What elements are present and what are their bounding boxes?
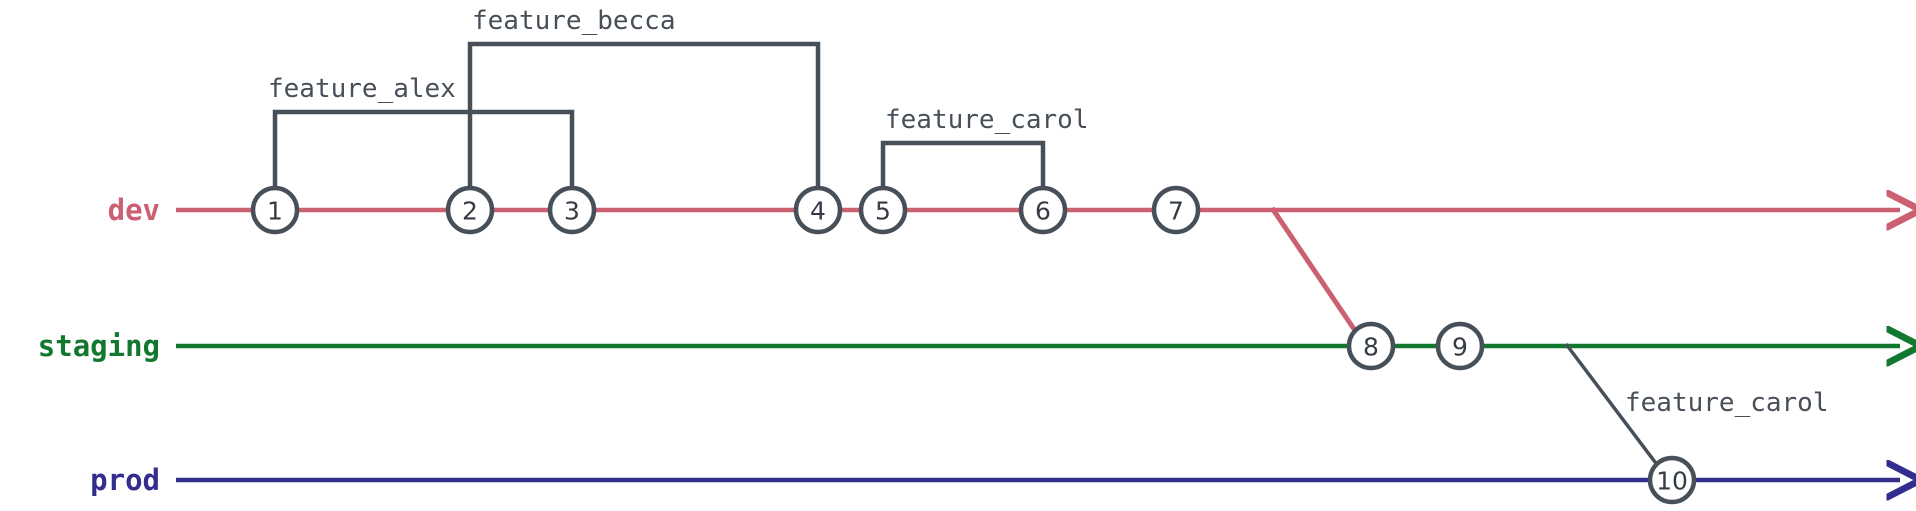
feature-label-feature_alex: feature_alex <box>268 74 456 104</box>
commit-circle-6[interactable] <box>1018 185 1068 235</box>
commit-node-group: 1 2 3 4 5 6 7 8 9 10 <box>250 185 1697 505</box>
feature-label-feature_becca: feature_becca <box>472 6 676 36</box>
feature-label-feature_carol: feature_carol <box>885 105 1089 135</box>
commit-circle-10[interactable] <box>1647 455 1697 505</box>
commit-node-10[interactable]: 10 <box>1647 455 1697 505</box>
commit-node-2[interactable]: 2 <box>445 185 495 235</box>
commit-number-6: 6 <box>1035 197 1051 226</box>
branch-label-staging: staging <box>37 329 160 363</box>
commit-number-9: 9 <box>1452 333 1468 362</box>
commit-node-9[interactable]: 9 <box>1435 321 1485 371</box>
branch-label-dev: dev <box>107 193 160 227</box>
commit-node-8[interactable]: 8 <box>1346 321 1396 371</box>
feature-bracket-group <box>272 41 1046 188</box>
commit-number-4: 4 <box>810 197 826 226</box>
branch-lines-group <box>176 210 1900 480</box>
commit-circle-5[interactable] <box>858 185 908 235</box>
commit-number-1: 1 <box>267 197 283 226</box>
branch-label-prod: prod <box>90 463 160 497</box>
merge-edge-group <box>1269 206 1660 468</box>
merge-label-staging-to-prod: feature_carol <box>1625 388 1829 418</box>
feature-bracket-feature_alex <box>272 109 575 188</box>
commit-node-5[interactable]: 5 <box>858 185 908 235</box>
feature-bracket-feature_becca <box>467 41 821 188</box>
feature-bracket-feature_carol <box>880 140 1046 188</box>
commit-circle-4[interactable] <box>793 185 843 235</box>
commit-number-7: 7 <box>1168 197 1184 226</box>
commit-node-1[interactable]: 1 <box>250 185 300 235</box>
commit-circle-8[interactable] <box>1346 321 1396 371</box>
commit-circle-7[interactable] <box>1151 185 1201 235</box>
commit-node-3[interactable]: 3 <box>547 185 597 235</box>
commit-circle-9[interactable] <box>1435 321 1485 371</box>
commit-circle-3[interactable] <box>547 185 597 235</box>
commit-node-6[interactable]: 6 <box>1018 185 1068 235</box>
commit-number-3: 3 <box>564 197 580 226</box>
commit-node-4[interactable]: 4 <box>793 185 843 235</box>
merge-edge-dev-to-staging <box>1269 206 1359 334</box>
merge-edge-staging-to-prod <box>1564 342 1660 468</box>
commit-number-8: 8 <box>1363 333 1379 362</box>
commit-number-10: 10 <box>1656 467 1688 496</box>
commit-circle-1[interactable] <box>250 185 300 235</box>
commit-number-5: 5 <box>875 197 891 226</box>
commit-circle-2[interactable] <box>445 185 495 235</box>
commit-number-2: 2 <box>462 197 478 226</box>
commit-node-7[interactable]: 7 <box>1151 185 1201 235</box>
